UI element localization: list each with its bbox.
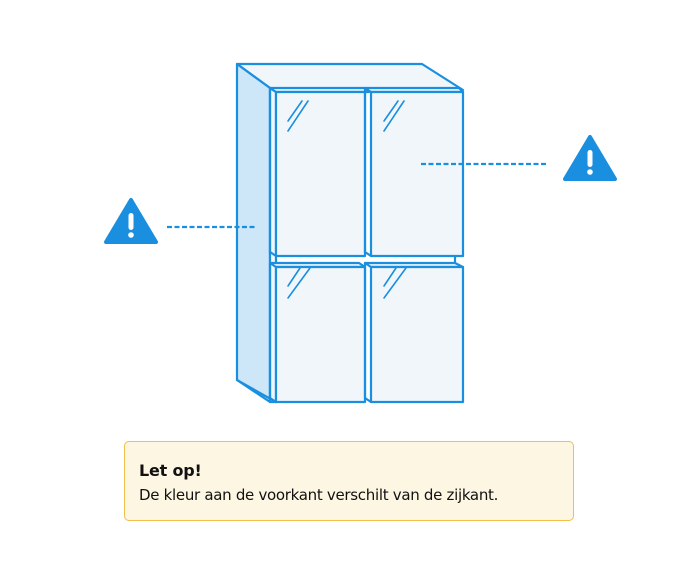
glass-reflection xyxy=(383,100,405,132)
glass-reflection xyxy=(287,100,303,122)
cabinet-side-panel xyxy=(235,62,272,404)
cabinet-top-face xyxy=(235,62,465,92)
notice-text: De kleur aan de voorkant verschilt van d… xyxy=(139,486,499,504)
door-bottom-right xyxy=(363,261,465,404)
glass-reflection xyxy=(383,267,407,299)
cabinet-illustration xyxy=(104,62,617,404)
glass-reflection xyxy=(287,267,301,287)
warning-triangle-icon xyxy=(563,135,617,181)
door-top-left xyxy=(268,86,371,258)
glass-reflection xyxy=(287,267,311,299)
door-top-right xyxy=(363,86,465,258)
warning-triangle-icon xyxy=(104,198,158,244)
door-bottom-left xyxy=(268,261,367,404)
glass-reflection xyxy=(383,267,397,287)
glass-reflection xyxy=(383,100,399,122)
glass-reflection xyxy=(287,100,309,132)
notice-title: Let op! xyxy=(139,461,202,480)
warning-notice-box: Let op! De kleur aan de voorkant verschi… xyxy=(124,441,574,521)
